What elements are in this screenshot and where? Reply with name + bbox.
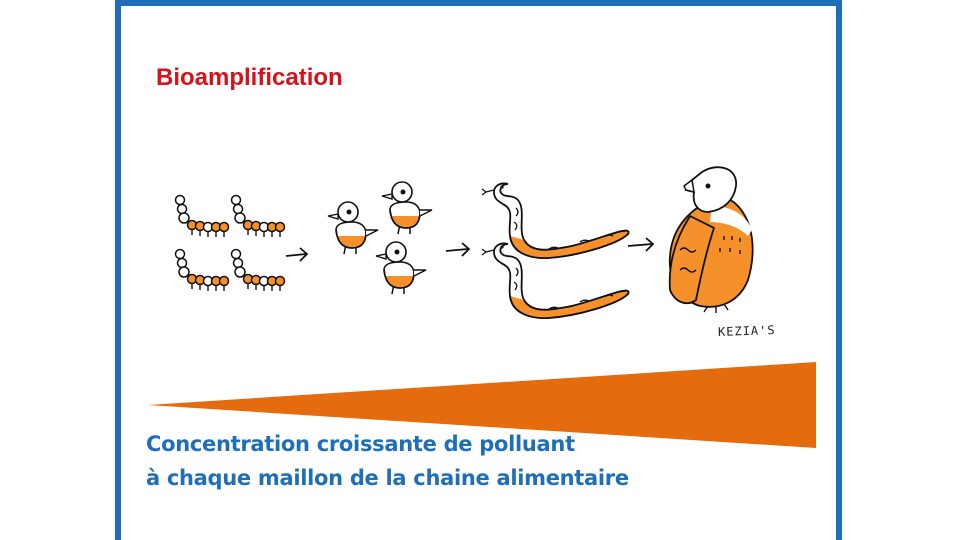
slide-title: Bioamplification (156, 64, 343, 91)
caption-line-2: à chaque maillon de la chaine alimentair… (146, 466, 629, 490)
birds-group (327, 181, 433, 295)
snakes-group (481, 182, 630, 319)
eagle (668, 166, 754, 313)
artist-signature: KEZIA'S (717, 322, 776, 340)
caterpillars-group (174, 194, 286, 292)
arrow-icon (627, 237, 655, 252)
concentration-wedge (148, 362, 816, 448)
arrow-icon (445, 242, 471, 257)
arrow-icon (285, 247, 309, 262)
caption: Concentration croissante de polluant à c… (146, 427, 629, 495)
caption-line-1: Concentration croissante de polluant (146, 432, 575, 456)
